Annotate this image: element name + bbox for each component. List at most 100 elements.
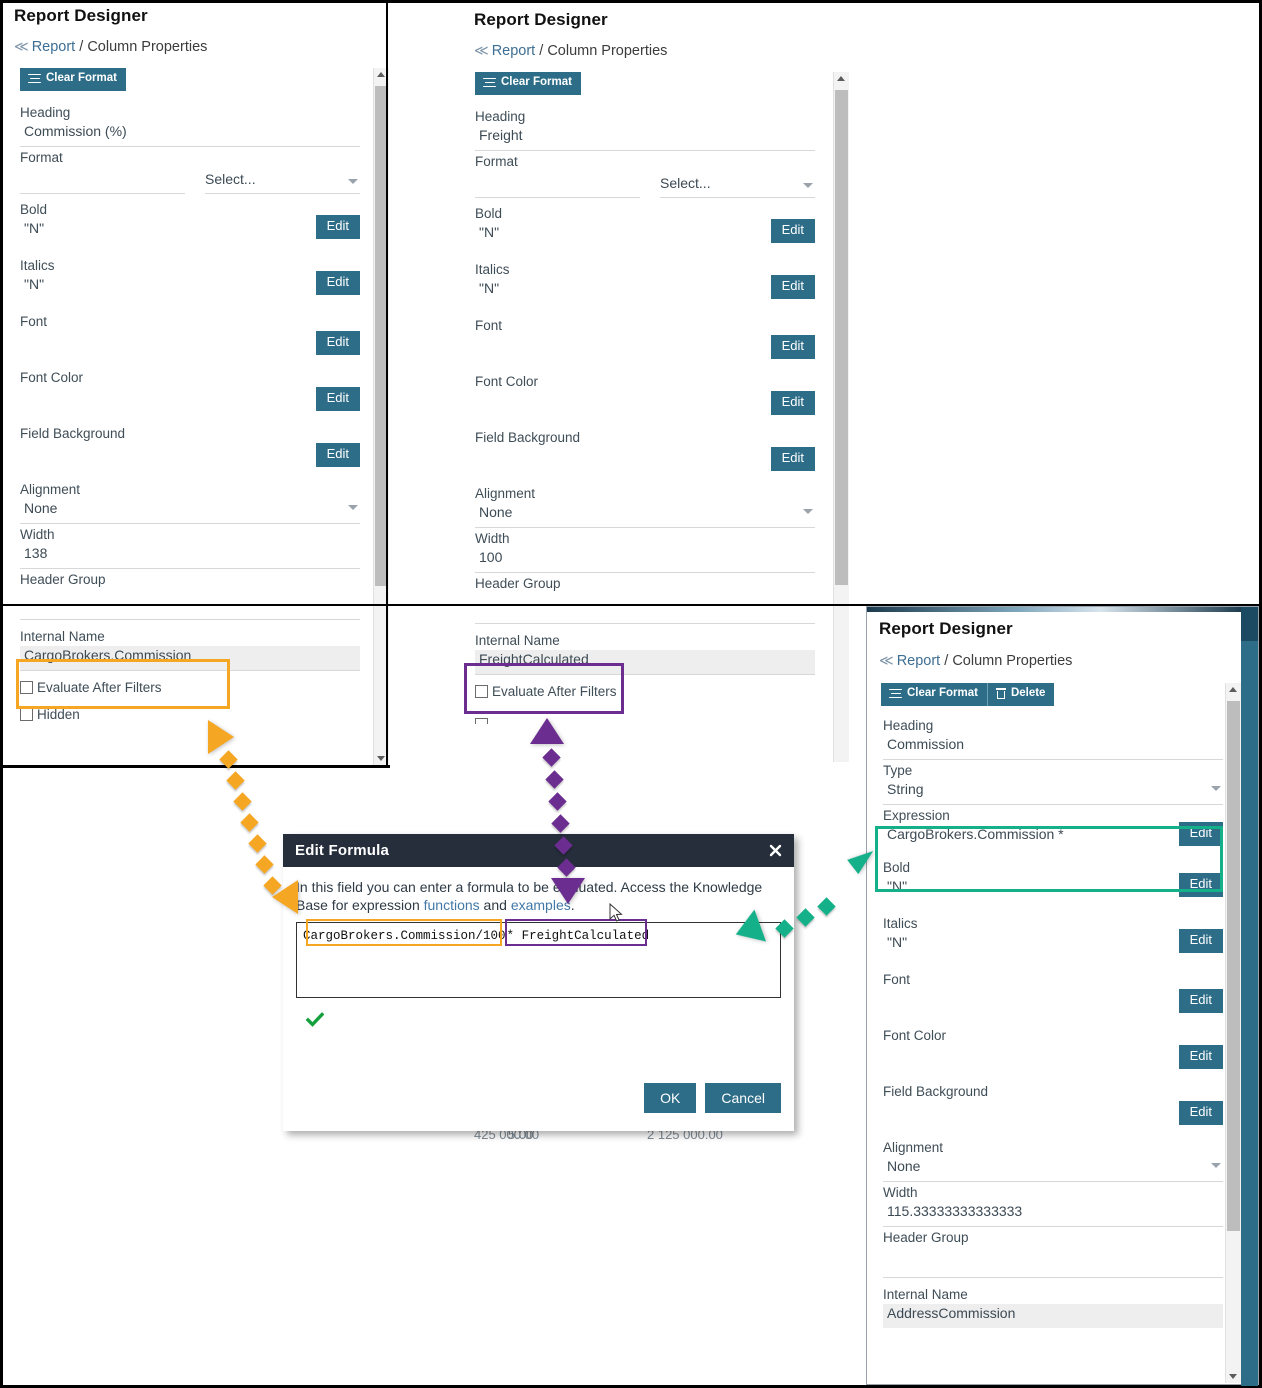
heading-input[interactable]: Commission (%) <box>24 123 127 139</box>
field-heading[interactable]: Heading Freight <box>475 106 815 151</box>
field-format[interactable]: Format Select... <box>475 151 815 203</box>
width-input[interactable]: 138 <box>24 545 48 561</box>
font-edit-button[interactable]: Edit <box>315 331 360 355</box>
checkbox-box[interactable] <box>475 685 488 698</box>
italics-edit-button[interactable]: Edit <box>315 271 360 295</box>
left-panel-scrollbar[interactable] <box>373 68 389 765</box>
field-label: Bold <box>20 202 48 217</box>
chevron-down-icon[interactable] <box>803 509 813 514</box>
checkbox-evaluate-after-filters[interactable]: Evaluate After Filters <box>20 680 360 695</box>
field-header-group[interactable]: Header Group <box>883 1227 1223 1278</box>
type-select-value[interactable]: String <box>887 781 924 797</box>
format-select[interactable]: Select... <box>205 171 360 194</box>
scrollbar-thumb[interactable] <box>375 86 388 586</box>
breadcrumb-report-link[interactable]: Report <box>896 653 941 669</box>
header-group-input[interactable] <box>20 589 360 613</box>
alignment-select-value[interactable]: None <box>24 500 58 516</box>
field-background-edit-button[interactable]: Edit <box>1178 1101 1223 1125</box>
format-text-input[interactable] <box>475 175 640 198</box>
ok-button[interactable]: OK <box>644 1083 697 1113</box>
field-field-background: Field Background Edit <box>475 427 815 483</box>
breadcrumb-report-link[interactable]: Report <box>491 43 536 59</box>
scroll-down-icon[interactable] <box>377 756 385 761</box>
page-title: Report Designer <box>474 10 608 29</box>
clear-format-button[interactable]: Clear Format <box>475 72 581 95</box>
expression-value: CargoBrokers.Commission * <box>887 826 1064 842</box>
chevron-down-icon[interactable] <box>348 179 358 184</box>
field-label: Alignment <box>20 482 81 497</box>
field-heading[interactable]: Heading Commission <box>883 715 1223 760</box>
frame-divider-top <box>0 0 1262 3</box>
checkbox-partial[interactable] <box>475 711 815 729</box>
font-color-edit-button[interactable]: Edit <box>1178 1045 1223 1069</box>
field-width[interactable]: Width 138 <box>20 524 360 569</box>
double-chevron-left-icon[interactable]: ≪ <box>879 652 894 668</box>
field-italics: Italics "N" Edit <box>20 255 360 311</box>
italics-edit-button[interactable]: Edit <box>770 275 815 299</box>
expression-edit-button[interactable]: Edit <box>1178 822 1223 846</box>
font-edit-button[interactable]: Edit <box>1178 989 1223 1013</box>
scroll-up-icon[interactable] <box>377 72 385 77</box>
width-input[interactable]: 100 <box>479 549 503 565</box>
field-header-group[interactable]: Header Group <box>20 569 360 620</box>
field-alignment[interactable]: Alignment None <box>475 483 815 528</box>
field-heading[interactable]: Heading Commission (%) <box>20 102 360 147</box>
scrollbar-thumb[interactable] <box>1227 701 1240 1231</box>
formula-textarea[interactable]: CargoBrokers.Commission/100* FreightCalc… <box>296 921 781 998</box>
header-group-input[interactable] <box>883 1247 1223 1271</box>
bold-edit-button[interactable]: Edit <box>315 215 360 239</box>
field-label: Alignment <box>883 1140 944 1155</box>
checkbox-box[interactable] <box>20 708 33 721</box>
delete-button[interactable]: Delete <box>986 683 1055 706</box>
italics-edit-button[interactable]: Edit <box>1178 929 1223 953</box>
left-panel-bottom-edge <box>0 765 390 768</box>
bold-edit-button[interactable]: Edit <box>1178 873 1223 897</box>
clear-format-button[interactable]: Clear Format <box>881 683 987 706</box>
functions-link[interactable]: functions <box>423 896 480 913</box>
chevron-down-icon[interactable] <box>1211 786 1221 791</box>
double-chevron-left-icon[interactable]: ≪ <box>14 38 29 54</box>
formula-valid-icon <box>305 1011 781 1033</box>
font-edit-button[interactable]: Edit <box>770 335 815 359</box>
scroll-up-icon[interactable] <box>1229 687 1237 692</box>
field-format[interactable]: Format Select... <box>20 147 360 199</box>
heading-input[interactable]: Freight <box>479 127 523 143</box>
width-input[interactable]: 115.33333333333333 <box>887 1203 1023 1219</box>
field-background-edit-button[interactable]: Edit <box>770 447 815 471</box>
cancel-button[interactable]: Cancel <box>705 1083 781 1113</box>
edit-formula-dialog: Edit Formula In this field you can enter… <box>283 834 794 1131</box>
field-alignment[interactable]: Alignment None <box>20 479 360 524</box>
field-header-group[interactable]: Header Group <box>475 573 815 624</box>
chevron-down-icon[interactable] <box>803 183 813 188</box>
field-type[interactable]: Type String <box>883 760 1223 805</box>
chevron-down-icon[interactable] <box>348 505 358 510</box>
alignment-select-value[interactable]: None <box>887 1158 921 1174</box>
format-text-input[interactable] <box>20 171 185 194</box>
double-chevron-left-icon[interactable]: ≪ <box>474 42 489 58</box>
breadcrumb-report-link[interactable]: Report <box>31 39 76 55</box>
right-panel-scrollbar[interactable] <box>1225 683 1241 1383</box>
field-alignment[interactable]: Alignment None <box>883 1137 1223 1182</box>
scroll-down-icon[interactable] <box>1229 1374 1237 1379</box>
field-width[interactable]: Width 100 <box>475 528 815 573</box>
close-icon[interactable] <box>769 844 782 857</box>
checkbox-box[interactable] <box>475 718 488 724</box>
format-select[interactable]: Select... <box>660 175 815 198</box>
font-color-edit-button[interactable]: Edit <box>315 387 360 411</box>
window-right-accent-dark <box>1241 607 1258 641</box>
mid-panel-scrollbar[interactable] <box>833 72 849 762</box>
bold-edit-button[interactable]: Edit <box>770 219 815 243</box>
checkbox-evaluate-after-filters[interactable]: Evaluate After Filters <box>475 684 815 699</box>
font-color-edit-button[interactable]: Edit <box>770 391 815 415</box>
field-background-edit-button[interactable]: Edit <box>315 443 360 467</box>
heading-input[interactable]: Commission <box>887 736 965 752</box>
field-width[interactable]: Width 115.33333333333333 <box>883 1182 1223 1227</box>
scroll-up-icon[interactable] <box>837 76 845 81</box>
bold-value: "N" <box>479 224 500 240</box>
alignment-select-value[interactable]: None <box>479 504 513 520</box>
scrollbar-thumb[interactable] <box>835 90 848 585</box>
checkbox-hidden[interactable]: Hidden <box>20 707 360 722</box>
chevron-down-icon[interactable] <box>1211 1163 1221 1168</box>
checkbox-box[interactable] <box>20 681 33 694</box>
clear-format-button[interactable]: Clear Format <box>20 68 126 91</box>
